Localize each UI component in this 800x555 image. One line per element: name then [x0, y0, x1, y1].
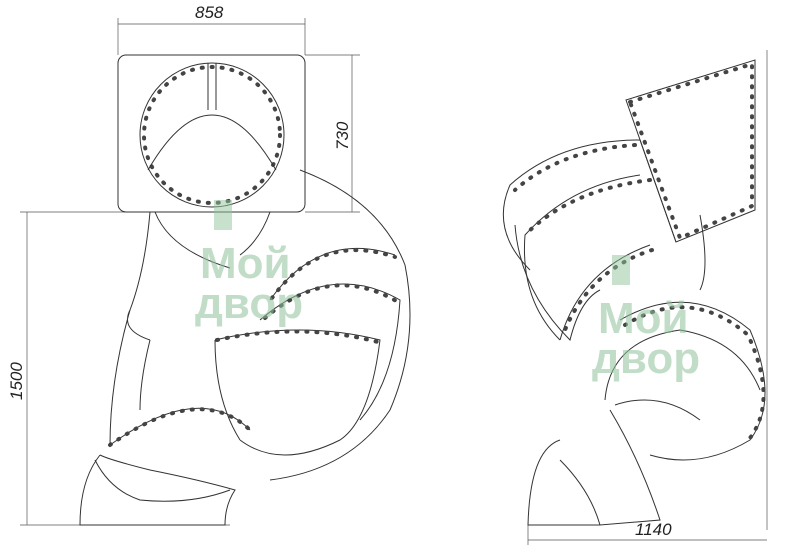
- dim-label-858: 858: [195, 3, 224, 22]
- entry-section: [625, 59, 756, 243]
- dim-label-1500: 1500: [7, 362, 26, 400]
- watermark-text-1: Мой: [200, 239, 291, 288]
- watermark-right: Мой двор: [592, 255, 700, 383]
- dim-label-730: 730: [333, 121, 352, 150]
- watermark-text-2: двор: [592, 334, 700, 383]
- watermark-text-2: двор: [195, 279, 303, 328]
- mounting-plate: [117, 54, 306, 213]
- watermark-left: Мой двор: [195, 200, 303, 328]
- dim-label-1140: 1140: [635, 520, 672, 539]
- watermark-logo-icon: [214, 200, 232, 230]
- front-view: 858 730 1500: [7, 3, 411, 526]
- watermark-text-1: Мой: [598, 294, 689, 343]
- side-view: 1140: [502, 50, 768, 545]
- watermark-logo-icon: [612, 255, 630, 285]
